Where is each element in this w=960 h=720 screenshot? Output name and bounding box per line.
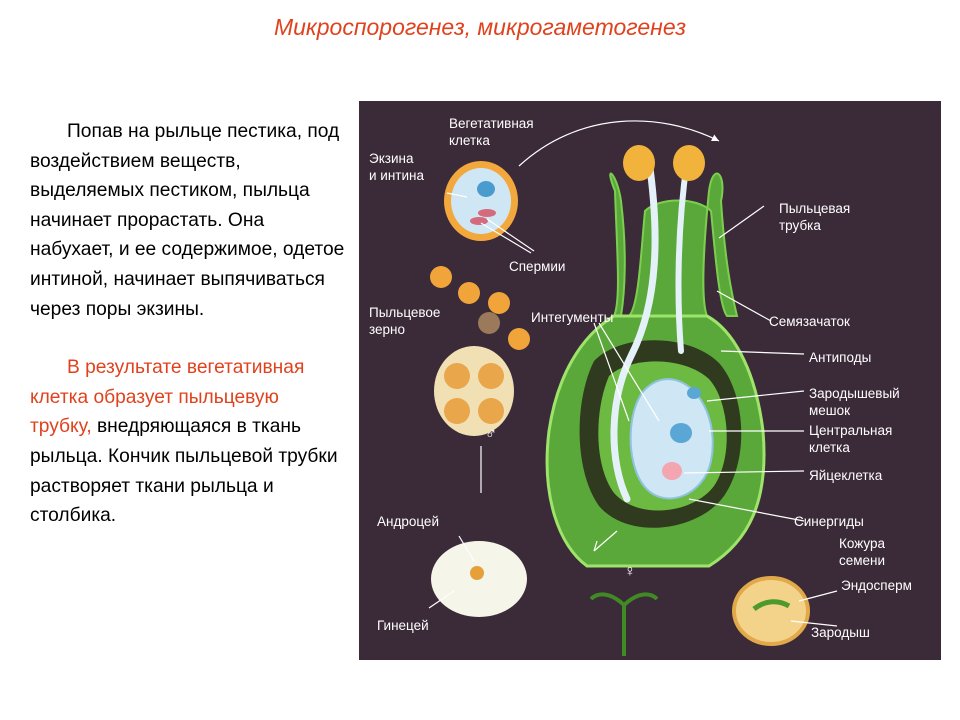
label-vegetative-cell: Вегетативная клетка [449, 116, 534, 148]
label-egg-cell: Яйцеклетка [809, 468, 883, 483]
pollen-grain-4 [478, 312, 500, 334]
anther [434, 346, 514, 436]
label-embryo-sac: Зародышевый мешок [809, 386, 900, 418]
paragraph-pollen-tube: В результате вегетативная клетка образуе… [30, 353, 345, 531]
anther-locule-3 [444, 398, 470, 424]
label-ovule: Семязачаток [769, 314, 850, 329]
slide-title: Микроспорогенез, микрогаметогенез [273, 14, 687, 40]
female-symbol: ♀ [624, 563, 636, 580]
highlight-text: В результате вегетативная клетка образуе… [30, 357, 305, 438]
label-synergids: Синергиды [794, 514, 864, 529]
antipodes-nucleus [687, 387, 701, 399]
label-exine-intine: Экзина и интина [369, 151, 424, 183]
sperm-cell-1 [478, 209, 496, 217]
label-sperm: Спермии [509, 259, 566, 274]
seed-embryo [752, 599, 791, 612]
pollen-grain-3 [488, 292, 510, 314]
label-androecium: Андроцей [377, 514, 439, 529]
anther-locule-1 [444, 363, 470, 389]
label-pollen-grain: Пыльцевое зерно [369, 305, 441, 337]
pollen-grain-5 [508, 328, 530, 350]
seedling [589, 592, 659, 656]
anther-locule-4 [478, 398, 504, 424]
label-central-cell: Центральная клетка [809, 423, 893, 455]
label-embryo: Зародыш [811, 625, 870, 640]
anther-locule-2 [478, 363, 504, 389]
egg-cell [662, 462, 682, 480]
body-text: Попав на рыльце пестика, под воздействие… [30, 117, 345, 531]
pollen-grain-2 [458, 282, 480, 304]
central-cell-nucleus [670, 423, 692, 443]
label-antipodes: Антиподы [809, 350, 872, 365]
paragraph-germination: Попав на рыльце пестика, под воздействие… [30, 121, 345, 320]
pollen-tube-left [610, 157, 659, 503]
paragraph-rest: внедряющаяся в ткань рыльца. Кончик пыль… [30, 416, 338, 527]
pollen-grain-inner [451, 168, 511, 234]
pollen-tube-right [675, 158, 690, 354]
flower-center [470, 566, 484, 580]
vegetative-nucleus [477, 181, 495, 197]
label-pollen-tube: Пыльцевая трубка [779, 201, 851, 233]
sperm-cell-2 [470, 217, 488, 225]
fertilization-diagram: Вегетативная клетка Экзина и интина Спер… [359, 101, 941, 660]
seed [732, 576, 810, 646]
label-gynoecium: Гинецей [377, 618, 429, 633]
pollen-grain-1 [430, 266, 452, 288]
stigma-left [623, 145, 655, 181]
stigma-right [673, 145, 705, 181]
label-endosperm: Эндосперм [841, 578, 912, 593]
diagram-illustration [428, 120, 838, 656]
label-integuments: Интегументы [531, 310, 614, 325]
male-symbol: ♂ [485, 426, 497, 443]
label-seed-coat: Кожура семени [839, 536, 886, 568]
